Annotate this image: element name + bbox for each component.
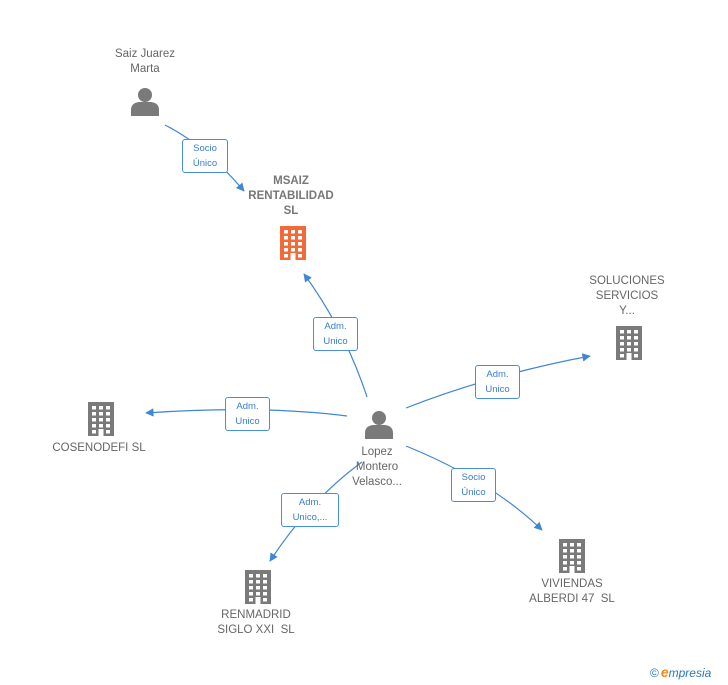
- edge-label-line: Adm.: [298, 497, 322, 508]
- edge-label-line: Unico: [235, 416, 260, 427]
- node-lopez-montero-velasco[interactable]: Lopez Montero Velasco...: [327, 445, 427, 490]
- node-label-line: SIGLO XXI SL: [217, 624, 295, 636]
- edge-label-line: Único: [461, 487, 486, 498]
- edge-label-saiz-msaiz[interactable]: Socio Único: [182, 139, 228, 173]
- building-icon-cosenodefi[interactable]: [88, 402, 114, 436]
- node-label-line: SOLUCIONES: [589, 275, 665, 287]
- edge-label-lopez-renmadrid[interactable]: Adm. Unico,...: [281, 493, 339, 527]
- edge-label-line: Socio: [193, 143, 217, 154]
- node-label-line: Velasco...: [352, 476, 402, 488]
- edge-label-lopez-msaiz[interactable]: Adm. Unico: [313, 317, 358, 351]
- node-soluciones-servicios[interactable]: SOLUCIONES SERVICIOS Y...: [572, 274, 682, 319]
- node-label-line: RENMADRID: [221, 609, 291, 621]
- node-cosenodefi[interactable]: COSENODEFI SL: [44, 441, 154, 456]
- building-icon-soluciones[interactable]: [616, 326, 642, 360]
- node-label-line: SL: [283, 205, 299, 217]
- node-msaiz-rentabilidad[interactable]: MSAIZ RENTABILIDAD SL: [236, 174, 346, 219]
- edge-label-lopez-viviendas[interactable]: Socio Único: [451, 468, 496, 502]
- edge-label-lopez-soluciones[interactable]: Adm. Unico: [475, 365, 520, 399]
- edge-label-line: Único: [192, 158, 218, 169]
- node-label-line: COSENODEFI SL: [52, 442, 146, 454]
- node-label-line: Y...: [619, 305, 635, 317]
- icons: [88, 88, 642, 604]
- node-label-line: Saiz Juarez: [114, 48, 176, 60]
- edge-label-lopez-cosenodefi[interactable]: Adm. Unico: [225, 397, 270, 431]
- copyright-symbol: ©: [650, 666, 659, 680]
- edge-label-line: Adm.: [236, 401, 259, 412]
- node-saiz-juarez-marta[interactable]: Saiz Juarez Marta: [95, 47, 195, 77]
- brand-name: mpresia: [668, 666, 712, 680]
- edges: [145, 124, 591, 562]
- node-label-line: MSAIZ: [273, 175, 309, 187]
- node-label-line: Marta: [130, 63, 160, 75]
- brand-logo-initial: e: [660, 664, 669, 680]
- edge-label-line: Unico,...: [292, 512, 328, 523]
- node-label-line: RENTABILIDAD: [248, 190, 334, 202]
- building-icon-renmadrid[interactable]: [245, 570, 271, 604]
- node-renmadrid[interactable]: RENMADRID SIGLO XXI SL: [196, 608, 316, 638]
- node-label-line: Lopez: [361, 446, 393, 458]
- node-label-line: VIVIENDAS: [541, 578, 603, 590]
- person-icon-saiz[interactable]: [131, 88, 159, 116]
- node-label-line: ALBERDI 47 SL: [529, 593, 615, 605]
- building-icon-viviendas[interactable]: [559, 539, 585, 573]
- building-icon-msaiz[interactable]: [280, 226, 306, 260]
- edge-label-line: Socio: [461, 472, 486, 483]
- edge-label-line: Unico: [323, 336, 348, 347]
- person-icon-lopez[interactable]: [365, 411, 393, 439]
- node-label-line: Montero: [355, 461, 399, 473]
- edge-label-line: Adm.: [324, 321, 347, 332]
- node-viviendas-alberdi[interactable]: VIVIENDAS ALBERDI 47 SL: [512, 577, 632, 607]
- edge-label-line: Unico: [485, 384, 510, 395]
- empresia-brand[interactable]: ©empresia: [650, 664, 711, 680]
- edge-label-line: Adm.: [486, 369, 509, 380]
- node-label-line: SERVICIOS: [595, 290, 659, 302]
